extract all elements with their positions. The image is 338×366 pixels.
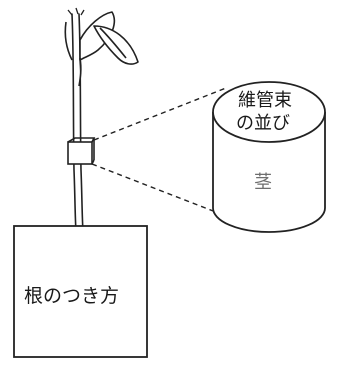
vascular-bundle-label-line2: の並び [236, 113, 290, 134]
plant-leaves [64, 7, 139, 87]
stem-cylinder [212, 81, 326, 233]
stem-section-marker [67, 137, 96, 165]
vascular-bundle-label-line1: 維管束 [238, 90, 292, 111]
zoom-guide-lines [91, 87, 227, 217]
stem-label: 茎 [254, 172, 272, 193]
root-box [13, 225, 148, 358]
root-attachment-label: 根のつき方 [24, 285, 120, 307]
